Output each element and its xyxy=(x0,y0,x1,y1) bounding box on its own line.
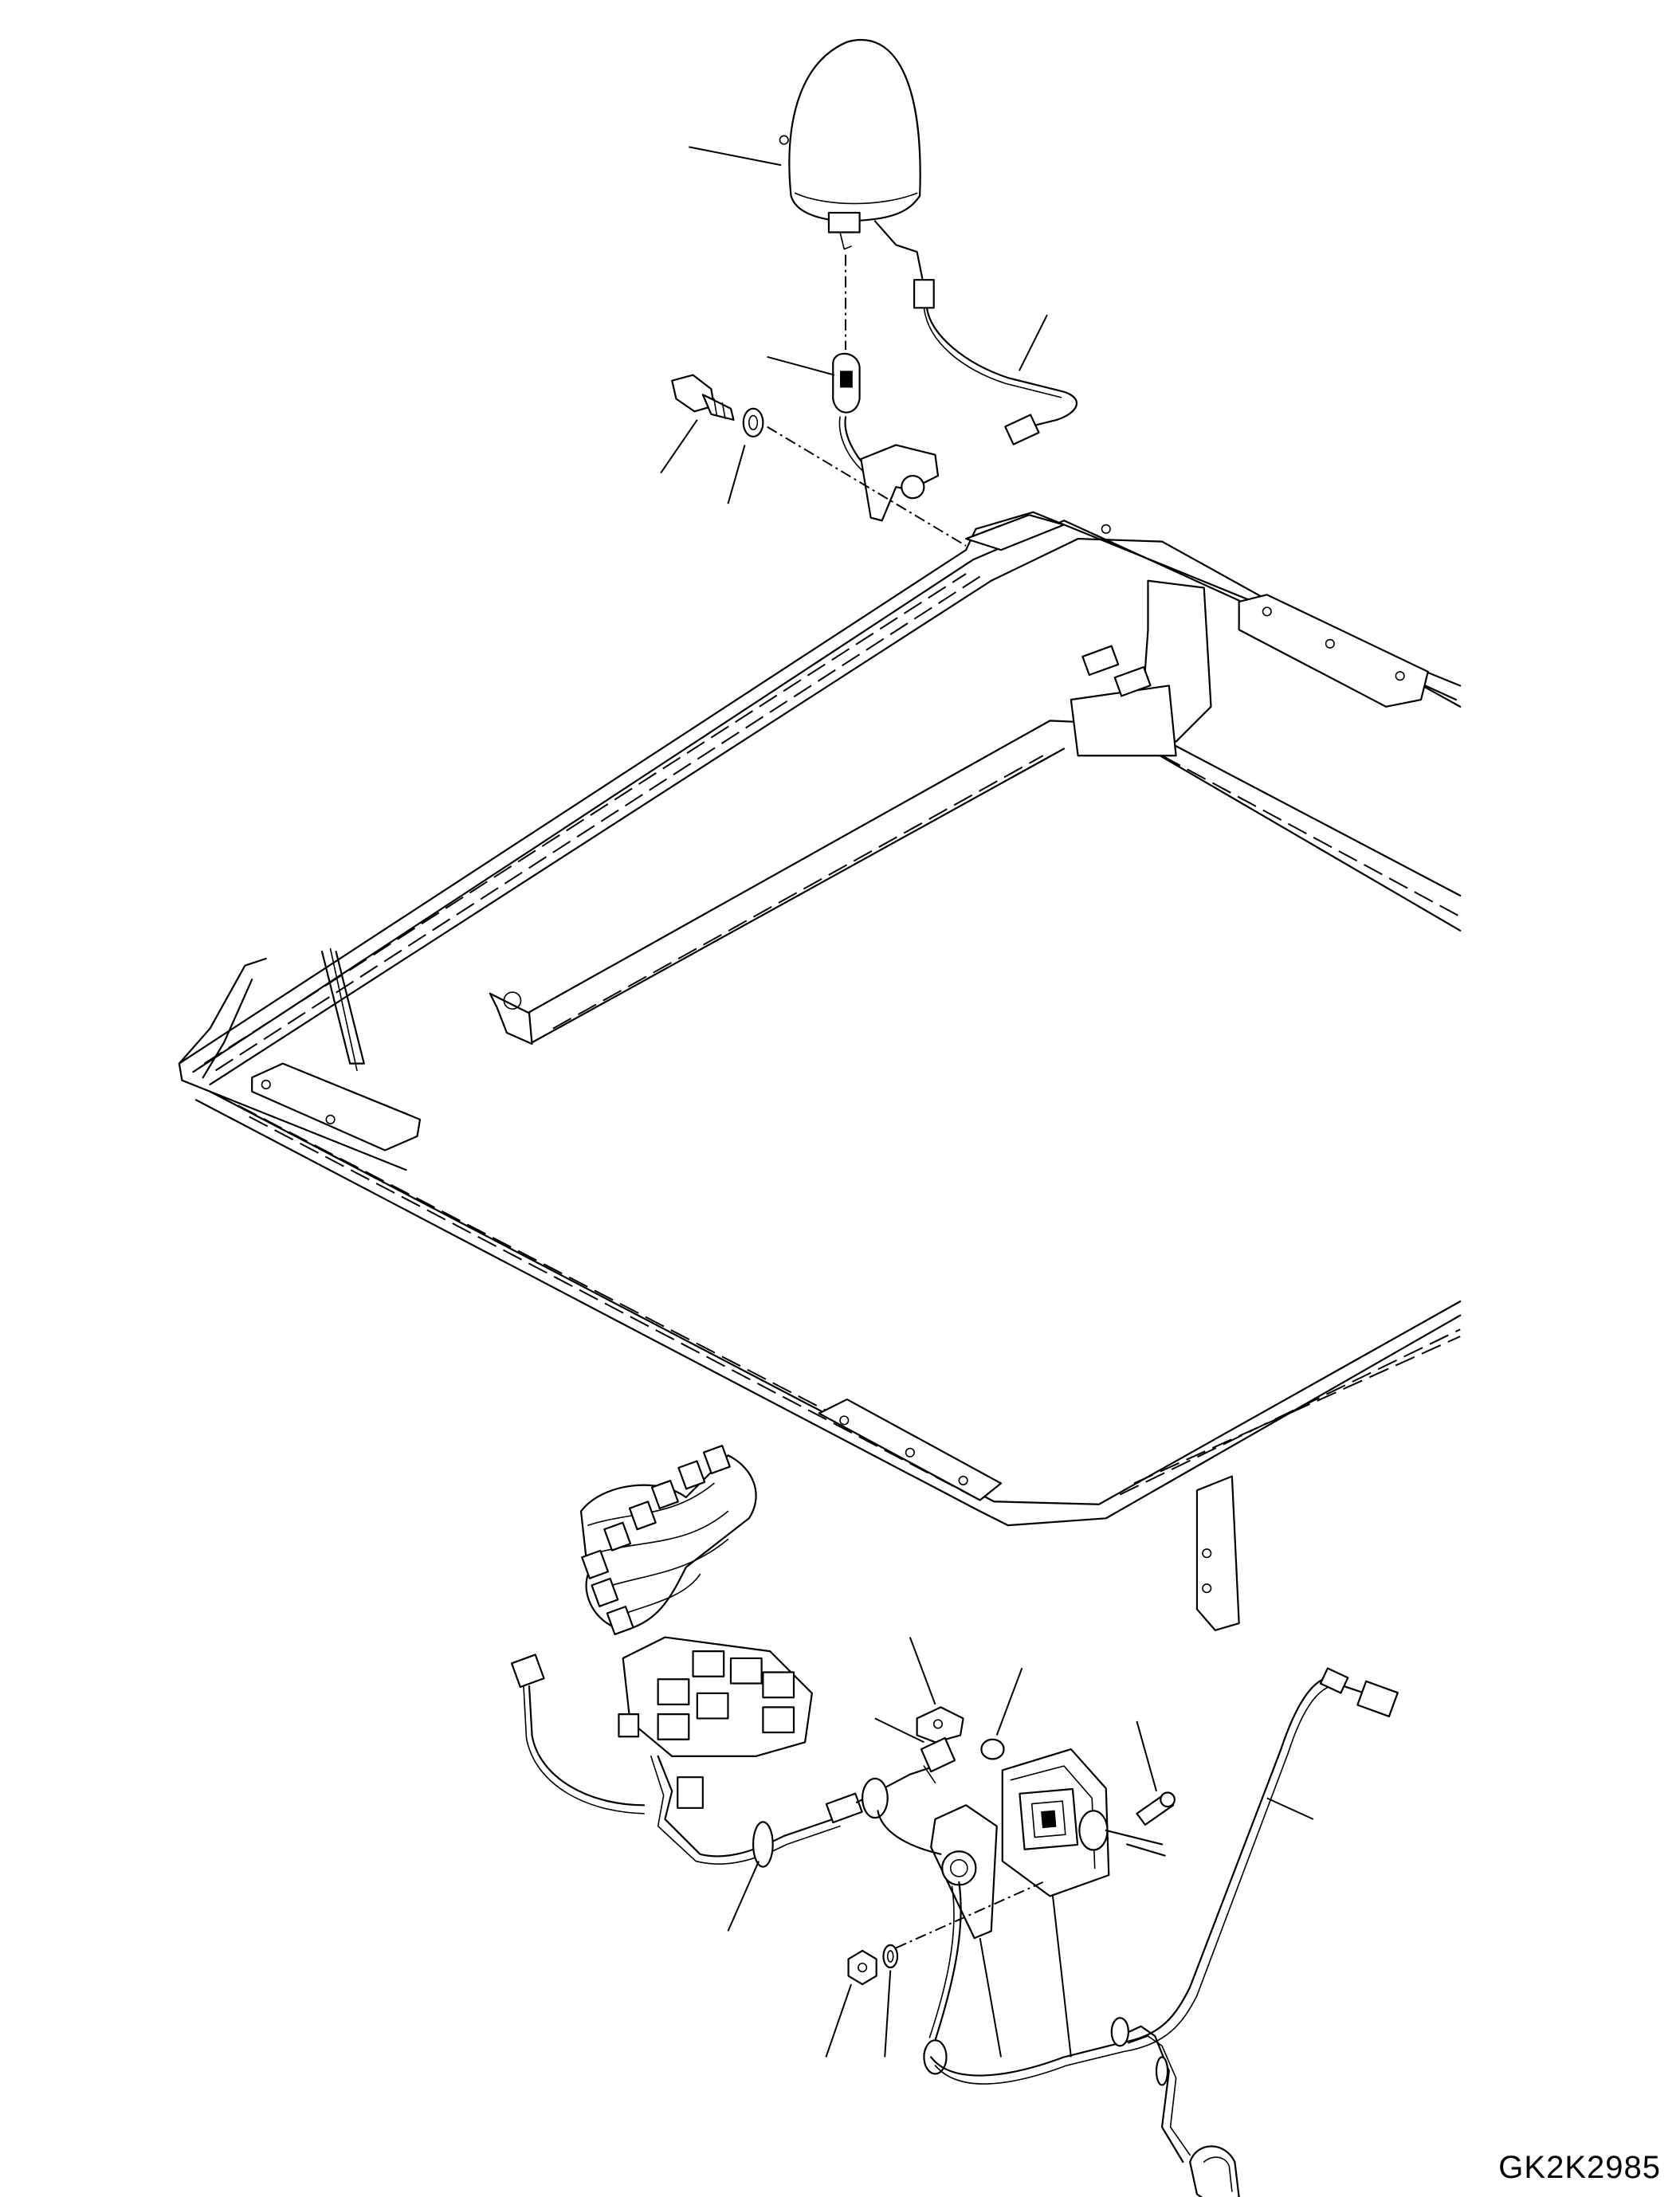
buzzer-unit xyxy=(1003,1749,1165,1896)
diode-connector xyxy=(921,1738,955,1783)
main-harness xyxy=(929,1669,1397,2197)
assembly-lines-bottom xyxy=(896,1882,1042,1948)
relay-box-harness xyxy=(512,1446,935,1864)
washer-bottom xyxy=(883,1945,897,1967)
clamp-plate xyxy=(917,1707,964,1742)
lamp-mounting-bracket xyxy=(833,354,938,520)
beacon-lamp xyxy=(779,40,920,249)
harness-clip xyxy=(753,1779,946,2074)
nut xyxy=(849,1951,877,1984)
buzzer-bolt xyxy=(1136,1793,1174,1825)
plug xyxy=(981,1740,1003,1760)
washer-top xyxy=(744,409,763,437)
roof-frame xyxy=(179,512,1460,1630)
leader-lines-bottom xyxy=(728,1638,1313,2058)
buzzer-bracket xyxy=(877,1805,996,1938)
assembly-lines-top xyxy=(767,255,966,546)
drawing-code-label: GK2K2985 xyxy=(1498,2150,1661,2185)
leader-lines-top xyxy=(661,147,1047,504)
mounting-bolt xyxy=(672,375,733,420)
lamp-wiring-harness xyxy=(875,221,1077,444)
